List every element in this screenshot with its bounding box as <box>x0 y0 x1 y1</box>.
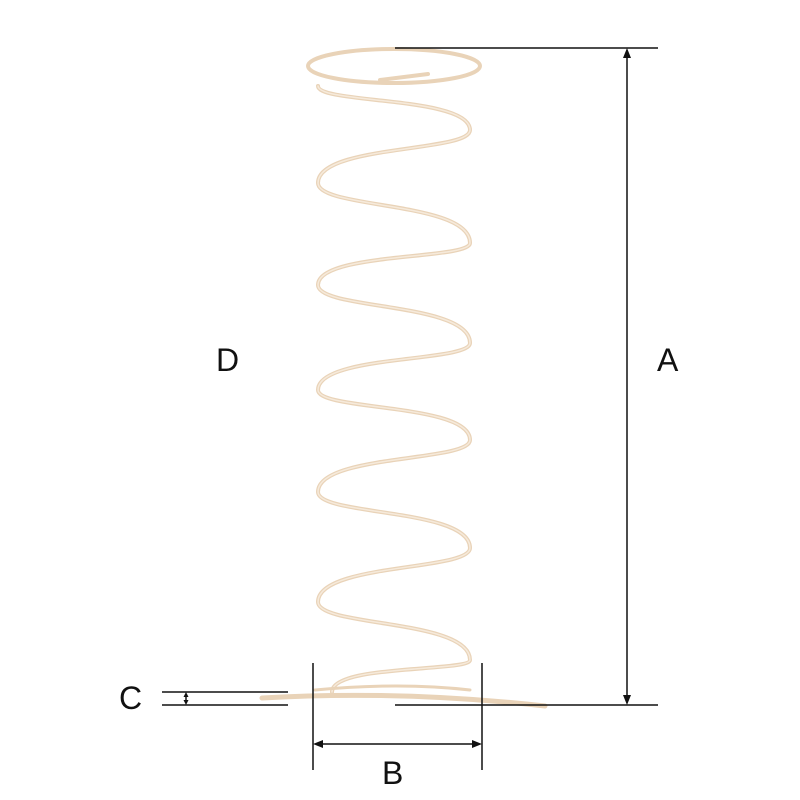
dimension-c-top-arrow <box>183 692 189 697</box>
compression-spring <box>259 47 548 709</box>
dimension-b-right-arrow <box>472 740 482 748</box>
spring-helix <box>315 84 473 694</box>
label-a: A <box>657 342 679 378</box>
label-c: C <box>119 680 143 716</box>
dimension-a-bottom-arrow <box>623 695 631 705</box>
dimension-b <box>312 663 483 770</box>
dimension-b-left-arrow <box>313 740 323 748</box>
spring-bottom-coil-back <box>313 684 472 692</box>
dimension-c <box>162 691 288 706</box>
dimension-c-bottom-arrow <box>183 700 189 705</box>
dimension-a <box>395 47 658 706</box>
label-b: B <box>382 755 404 791</box>
spring-top-tail <box>378 72 430 82</box>
spring-helix-highlight <box>317 85 471 693</box>
dimension-a-top-arrow <box>623 48 631 58</box>
label-d: D <box>216 342 240 378</box>
spring-top-coil <box>306 47 482 85</box>
spring-bottom-coil <box>259 692 548 709</box>
